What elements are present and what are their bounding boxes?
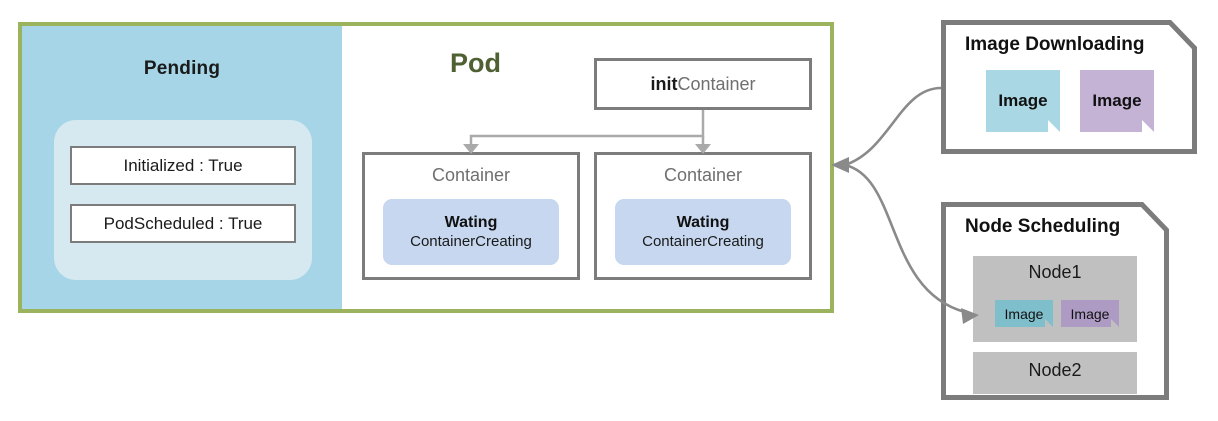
pending-phase-title: Pending xyxy=(143,58,221,79)
node-label: Node1 xyxy=(1028,262,1082,282)
container-state-title: Wating xyxy=(676,214,730,231)
pod-title: Pod xyxy=(450,48,501,78)
connector-branch-left xyxy=(469,110,705,144)
arrow-image-downloading-to-pod xyxy=(844,86,942,167)
image-card-label: Image xyxy=(998,91,1048,110)
image-card-label: Image xyxy=(1004,305,1044,322)
page-fold-icon xyxy=(1045,319,1053,327)
node-label: Node2 xyxy=(1028,360,1082,380)
page-fold-icon xyxy=(1048,120,1060,132)
container-state-box: Wating ContainerCreating xyxy=(383,199,559,265)
pod-condition-initialized: Initialized : True xyxy=(70,146,296,185)
container-state-title: Wating xyxy=(444,214,498,231)
image-card-label: Image xyxy=(1092,91,1142,110)
container-label: Container xyxy=(663,165,743,185)
pod-status-frame: Pending Initialized : True PodScheduled … xyxy=(18,22,834,313)
image-card: Image xyxy=(986,70,1060,132)
note-title-image-downloading: Image Downloading xyxy=(965,34,1145,55)
container-state-reason: ContainerCreating xyxy=(410,233,532,250)
image-card-label: Image xyxy=(1070,305,1110,322)
image-card: Image xyxy=(1080,70,1154,132)
pod-conditions-panel: Initialized : True PodScheduled : True xyxy=(54,120,312,280)
page-fold-icon xyxy=(1142,120,1154,132)
pod-condition-podscheduled: PodScheduled : True xyxy=(70,204,296,243)
container-state-box: Wating ContainerCreating xyxy=(615,199,791,265)
init-container-connector xyxy=(463,110,711,154)
arrowhead-icon xyxy=(463,144,479,154)
note-image-downloading: Image Downloading Image Image xyxy=(941,20,1197,154)
node-box-node1: Node1 Image Image xyxy=(973,256,1137,342)
note-node-scheduling: Node Scheduling Node1 Image Image Node2 xyxy=(941,202,1169,400)
container-label: Container xyxy=(431,165,511,185)
node-image-card: Image xyxy=(1061,300,1119,327)
pending-phase-column: Pending Initialized : True PodScheduled … xyxy=(22,26,342,309)
init-container-prefix: init xyxy=(650,73,678,94)
node-image-card: Image xyxy=(995,300,1053,327)
note-title-node-scheduling: Node Scheduling xyxy=(965,216,1121,237)
arrowhead-icon xyxy=(695,144,711,154)
container-state-reason: ContainerCreating xyxy=(642,233,764,250)
page-fold-icon xyxy=(1111,319,1119,327)
node-box-node2: Node2 xyxy=(973,352,1137,394)
init-container-suffix: Container xyxy=(677,73,756,94)
